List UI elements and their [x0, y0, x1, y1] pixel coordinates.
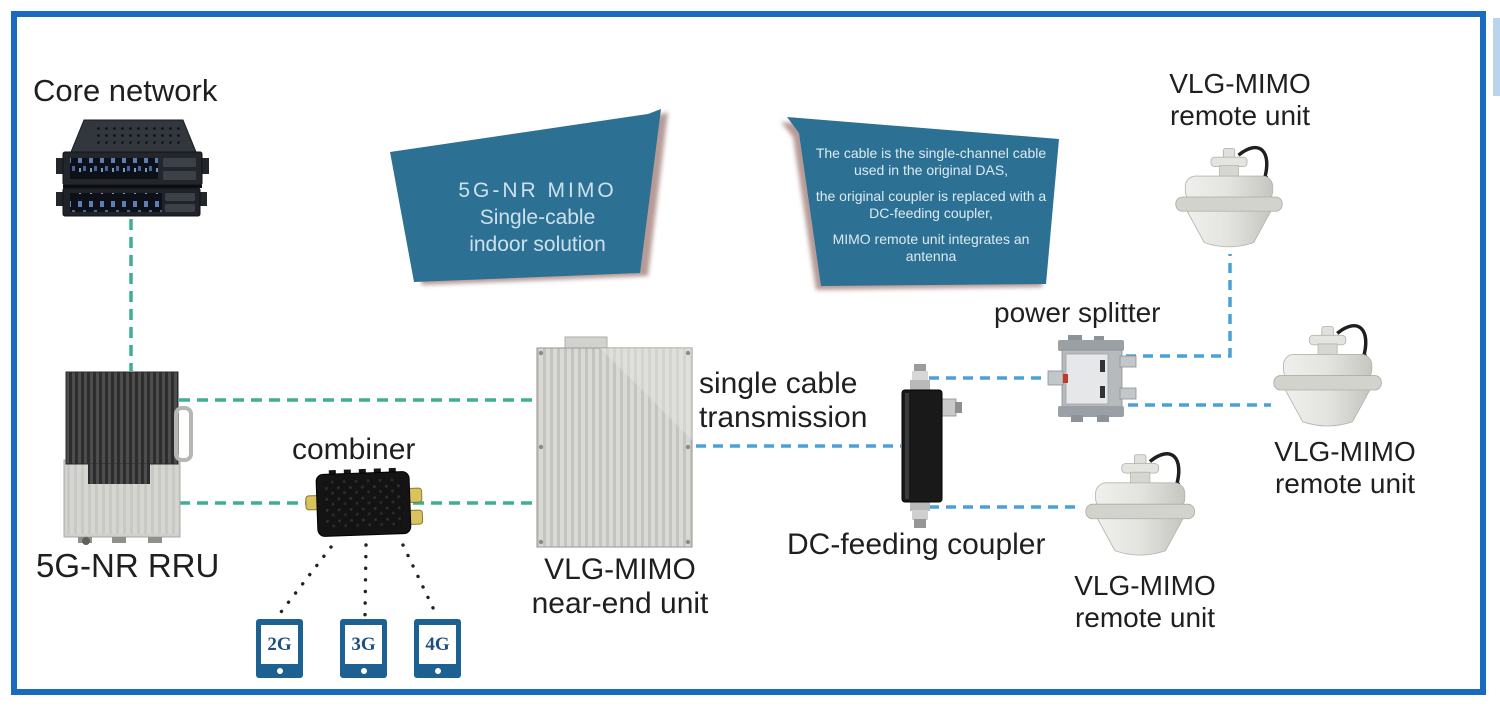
dc-feeding-coupler-illustration — [901, 364, 962, 528]
callout-solution-line2: Single-cable — [479, 205, 596, 229]
link-combiner-2g — [279, 545, 333, 614]
callout-solution-shape — [390, 109, 668, 285]
callout-note-paragraph2: the original coupler is replaced with a … — [815, 188, 1047, 222]
near-end-unit-label: VLG-MIMO near-end unit — [505, 553, 735, 620]
callout-solution-line1: 5G-NR MIMO — [458, 179, 617, 202]
blue-links — [696, 254, 1271, 509]
remote-unit-right-illustration — [1272, 323, 1384, 428]
single-cable-transmission-label: single cable transmission — [699, 367, 867, 435]
remote-unit-bottom-line2: remote unit — [1074, 602, 1216, 634]
device-3g-home-dot — [360, 668, 367, 674]
edge-artifact — [1493, 18, 1500, 96]
link-combiner-4g — [401, 543, 436, 612]
remote-unit-bottom-line1: VLG-MIMO — [1074, 570, 1216, 601]
remote-unit-top-label: VLG-MIMO remote unit — [1125, 68, 1355, 132]
device-4g-label: 4G — [419, 625, 456, 664]
callout-note-text: The cable is the single-channel cable us… — [812, 145, 1050, 274]
remote-unit-bottom-label: VLG-MIMO remote unit — [1040, 570, 1250, 634]
near-end-unit-illustration — [536, 336, 693, 548]
core-network-servers-illustration — [56, 119, 209, 217]
link-splitter-to-remote-top — [1126, 254, 1232, 358]
rru-label: 5G-NR RRU — [36, 547, 220, 584]
teal-links — [129, 219, 536, 505]
device-2g-home-dot — [276, 668, 283, 674]
power-splitter-illustration — [1047, 335, 1137, 422]
remote-unit-right-line2: remote unit — [1274, 468, 1416, 500]
power-splitter-label: power splitter — [994, 297, 1161, 328]
near-end-unit-label-line1: VLG-MIMO — [544, 553, 696, 586]
device-4g: 4G — [414, 619, 461, 678]
device-3g-label: 3G — [345, 625, 382, 664]
device-3g: 3G — [340, 619, 387, 678]
device-4g-home-dot — [434, 668, 441, 674]
combiner-illustration — [305, 467, 424, 537]
diagram-border-frame — [11, 11, 1486, 695]
callout-solution-text: 5G-NR MIMO Single-cable indoor solution — [425, 178, 650, 259]
combiner-label: combiner — [292, 433, 416, 466]
remote-unit-right-line1: VLG-MIMO — [1274, 436, 1416, 467]
rru-illustration — [63, 371, 193, 545]
link-combiner-3g — [363, 543, 368, 617]
device-2g-label: 2G — [261, 625, 298, 664]
transmission-label-line2: transmission — [699, 400, 868, 434]
remote-unit-top-line1: VLG-MIMO — [1169, 68, 1311, 99]
device-2g: 2G — [256, 619, 303, 678]
dotted-links-to-devices — [279, 543, 436, 617]
dc-feeding-coupler-label: DC-feeding coupler — [787, 528, 1046, 561]
callout-note-paragraph3: MIMO remote unit integrates an antenna — [832, 231, 1030, 265]
callout-solution-line3: indoor solution — [469, 232, 606, 256]
remote-unit-bottom-illustration — [1084, 452, 1197, 557]
remote-unit-top-line2: remote unit — [1169, 100, 1311, 132]
remote-unit-top-illustration — [1174, 145, 1284, 249]
near-end-unit-label-line2: near-end unit — [531, 586, 709, 620]
callout-note-paragraph1: The cable is the single-channel cable us… — [815, 145, 1047, 179]
callout-note-shape — [781, 117, 1059, 290]
transmission-label-line1: single cable — [699, 367, 858, 400]
core-network-label: Core network — [33, 73, 218, 108]
remote-unit-right-label: VLG-MIMO remote unit — [1245, 436, 1445, 500]
